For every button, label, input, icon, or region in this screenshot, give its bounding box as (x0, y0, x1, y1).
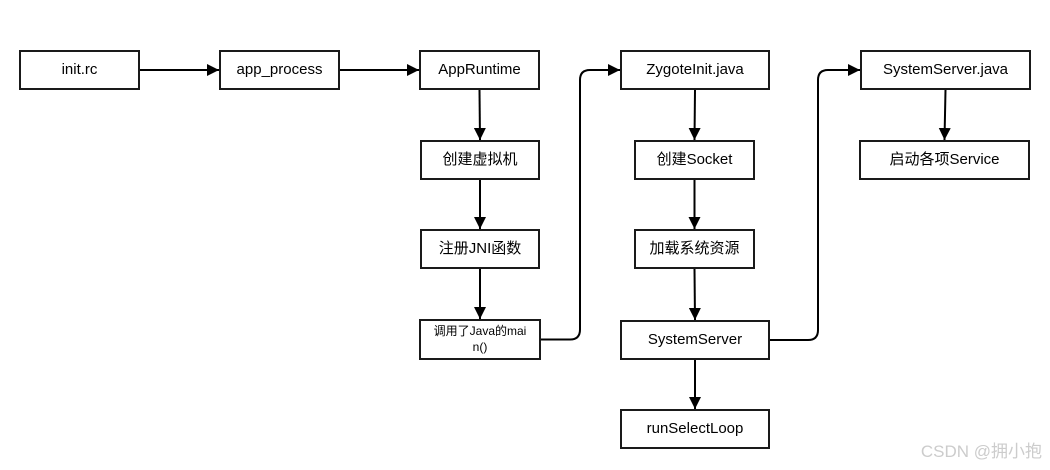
node-register-jni: 注册JNI函数 (420, 229, 540, 269)
node-app-runtime: AppRuntime (419, 50, 540, 90)
edge-load-resources-to-system-server (688, 268, 701, 321)
node-system-server: SystemServer (620, 320, 770, 360)
node-run-select-loop: runSelectLoop (620, 409, 770, 449)
edge-call-java-main-to-zygote-init (541, 64, 620, 341)
node-zygote-init: ZygoteInit.java (620, 50, 770, 90)
node-app-process: app_process (219, 50, 340, 90)
edge-system-server-java-to-start-services (938, 89, 951, 141)
edge-app-runtime-to-create-vm (473, 89, 486, 141)
node-start-services: 启动各项Service (859, 140, 1030, 180)
node-init-rc: init.rc (19, 50, 140, 90)
watermark: CSDN @拥小抱 (920, 442, 1042, 461)
node-create-socket: 创建Socket (634, 140, 755, 180)
node-system-server-java: SystemServer.java (860, 50, 1031, 90)
edge-zygote-init-to-create-socket (688, 89, 701, 141)
node-call-java-main: 调用了Java的main() (419, 319, 541, 360)
node-create-vm: 创建虚拟机 (420, 140, 540, 180)
node-load-resources: 加载系统资源 (634, 229, 755, 269)
edge-system-server-to-system-server-java (770, 64, 860, 341)
